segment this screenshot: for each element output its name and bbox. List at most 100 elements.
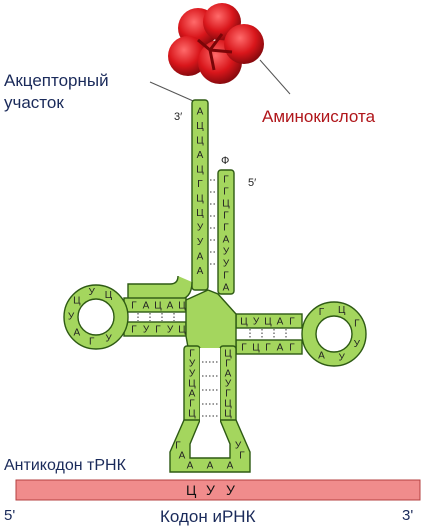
nucleotide-anticodon_right: Г bbox=[225, 359, 231, 370]
nucleotide-anticodon_right: Ц bbox=[224, 349, 232, 360]
nucleotide-d_loop: Ц bbox=[105, 290, 113, 301]
nucleotide-anticodon_loop: А bbox=[207, 461, 214, 472]
nucleotide-d_arm_top: Ц bbox=[178, 301, 186, 312]
nucleotide-anticodon_left: Ц bbox=[188, 379, 196, 390]
nucleotide-anticodon_right: А bbox=[225, 369, 232, 380]
nucleotide-t_arm_top: Ц bbox=[264, 317, 272, 328]
nucleotide-acceptor_right: У bbox=[223, 247, 230, 258]
nucleotide-acceptor_left: Ц bbox=[196, 208, 204, 219]
nucleotide-acceptor_right: Г bbox=[223, 223, 229, 234]
nucleotide-d_arm_bottom: Г bbox=[131, 325, 137, 336]
nucleotide-t_arm_bottom: Г bbox=[265, 343, 271, 354]
nucleotide-t_arm_top: Г bbox=[289, 317, 295, 328]
three-prime-bottom-label: 3' bbox=[402, 507, 413, 524]
nucleotide-t_loop: А bbox=[318, 350, 325, 361]
amino-acid-molecule bbox=[168, 3, 264, 84]
nucleotide-acceptor_left: А bbox=[197, 252, 204, 263]
five-prime-bottom-label: 5' bbox=[4, 507, 15, 524]
loop-holes bbox=[77, 298, 353, 459]
nucleotide-d_loop: Г bbox=[89, 336, 95, 347]
nucleotide-anticodon_left: У bbox=[189, 359, 196, 370]
nucleotide-anticodon_loop: Г bbox=[175, 441, 181, 452]
nucleotide-acceptor_left: А bbox=[197, 150, 204, 161]
nucleotide-anticodon_left: У bbox=[189, 369, 196, 380]
nucleotide-d_arm_bottom: Ц bbox=[178, 325, 186, 336]
nucleotide-d_arm_bottom: У bbox=[143, 325, 150, 336]
nucleotide-anticodon_loop: Г bbox=[239, 451, 245, 462]
trna-backbone bbox=[63, 99, 367, 473]
nucleotide-d_arm_bottom: Г bbox=[155, 325, 161, 336]
d-loop-hole bbox=[77, 298, 115, 336]
acceptor-pointer-line bbox=[149, 81, 201, 105]
nucleotide-t_loop: У bbox=[354, 339, 361, 350]
codon-letter: У bbox=[226, 482, 235, 498]
nucleotide-d_arm_top: А bbox=[143, 301, 150, 312]
nucleotide-anticodon_left: Ц bbox=[188, 409, 196, 420]
nucleotide-acceptor_left: А bbox=[197, 266, 204, 277]
nucleotide-anticodon_left: А bbox=[189, 389, 196, 400]
nucleotide-d_loop: А bbox=[74, 328, 81, 339]
nucleotide-anticodon_loop: У bbox=[235, 441, 242, 452]
nucleotide-t_arm_bottom: Ц bbox=[252, 343, 260, 354]
nucleotide-acceptor_right: У bbox=[223, 259, 230, 270]
nucleotide-d_loop: У bbox=[88, 287, 95, 298]
acceptor-stem-left bbox=[191, 99, 209, 291]
nucleotide-anticodon_left: Г bbox=[189, 349, 195, 360]
nucleotide-acceptor_right: Г bbox=[223, 175, 229, 186]
nucleotide-acceptor_right: А bbox=[223, 235, 230, 246]
nucleotide-anticodon_left: Г bbox=[189, 399, 195, 410]
hydrogen-bonds bbox=[137, 179, 287, 417]
nucleotide-anticodon_loop: А bbox=[227, 461, 234, 472]
anticodon-stem-gap bbox=[200, 348, 220, 422]
phi-label: Ф bbox=[221, 155, 229, 167]
three-prime-top-label: 3′ bbox=[174, 111, 182, 123]
nucleotide-t_loop: Ц bbox=[338, 305, 346, 316]
nucleotide-d_loop: У bbox=[105, 333, 112, 344]
nucleotide-acceptor_left: Ц bbox=[196, 165, 204, 176]
nucleotide-acceptor_left: У bbox=[197, 223, 204, 234]
nucleotide-anticodon_right: Ц bbox=[224, 409, 232, 420]
nucleotide-d_arm_top: Г bbox=[131, 301, 137, 312]
amino-acid-pointer-line bbox=[259, 59, 291, 95]
nucleotide-t_arm_bottom: А bbox=[277, 343, 284, 354]
nucleotide-t_arm_top: Ц bbox=[240, 317, 248, 328]
nucleotide-anticodon_right: У bbox=[225, 379, 232, 390]
nucleotide-acceptor_left: Ц bbox=[196, 194, 204, 205]
acceptor-stem-right bbox=[217, 169, 235, 295]
nucleotide-d_arm_top: А bbox=[167, 301, 174, 312]
five-prime-top-label: 5′ bbox=[248, 177, 256, 189]
nucleotide-t_arm_bottom: Г bbox=[241, 343, 247, 354]
nucleotide-t_arm_top: А bbox=[277, 317, 284, 328]
acceptor-label-line2: участок bbox=[4, 93, 64, 112]
nucleotide-t_loop: Г bbox=[354, 318, 360, 329]
nucleotide-acceptor_right: Г bbox=[223, 187, 229, 198]
nucleotide-d_arm_top: Ц bbox=[154, 301, 162, 312]
codon-letter: У bbox=[206, 482, 215, 498]
t-loop-hole bbox=[315, 315, 353, 353]
nucleotide-d_arm_bottom: У bbox=[167, 325, 174, 336]
nucleotide-t_loop: У bbox=[339, 352, 346, 363]
amino-acid-label: Аминокислота bbox=[262, 107, 376, 126]
nucleotide-d_loop: У bbox=[68, 312, 75, 323]
nucleotide-t_arm_bottom: Г bbox=[289, 343, 295, 354]
nucleotide-anticodon_loop: А bbox=[179, 451, 186, 462]
anticodon-trna-label: Антикодон тРНК bbox=[4, 457, 127, 474]
nucleotide-acceptor_left: Ц bbox=[196, 121, 204, 132]
d-arm-top-strand bbox=[127, 275, 193, 301]
nucleotide-anticodon_loop: А bbox=[187, 461, 194, 472]
nucleotide-acceptor_right: А bbox=[223, 283, 230, 294]
codon-mrna-label: Кодон иРНК bbox=[160, 507, 256, 526]
acceptor-label-line1: Акцепторный bbox=[4, 71, 109, 90]
nucleotide-acceptor_left: Г bbox=[197, 179, 203, 190]
nucleotide-t_loop: Г bbox=[319, 307, 325, 318]
nucleotide-anticodon_right: Ц bbox=[224, 399, 232, 410]
nucleotide-acceptor_right: Г bbox=[223, 271, 229, 282]
codon-letter: Ц bbox=[186, 482, 197, 498]
nucleotide-acceptor_left: Ц bbox=[196, 136, 204, 147]
nucleotide-d_loop: Ц bbox=[73, 296, 81, 307]
nucleotide-acceptor_right: Г bbox=[223, 211, 229, 222]
nucleotide-acceptor_left: А bbox=[197, 107, 204, 118]
